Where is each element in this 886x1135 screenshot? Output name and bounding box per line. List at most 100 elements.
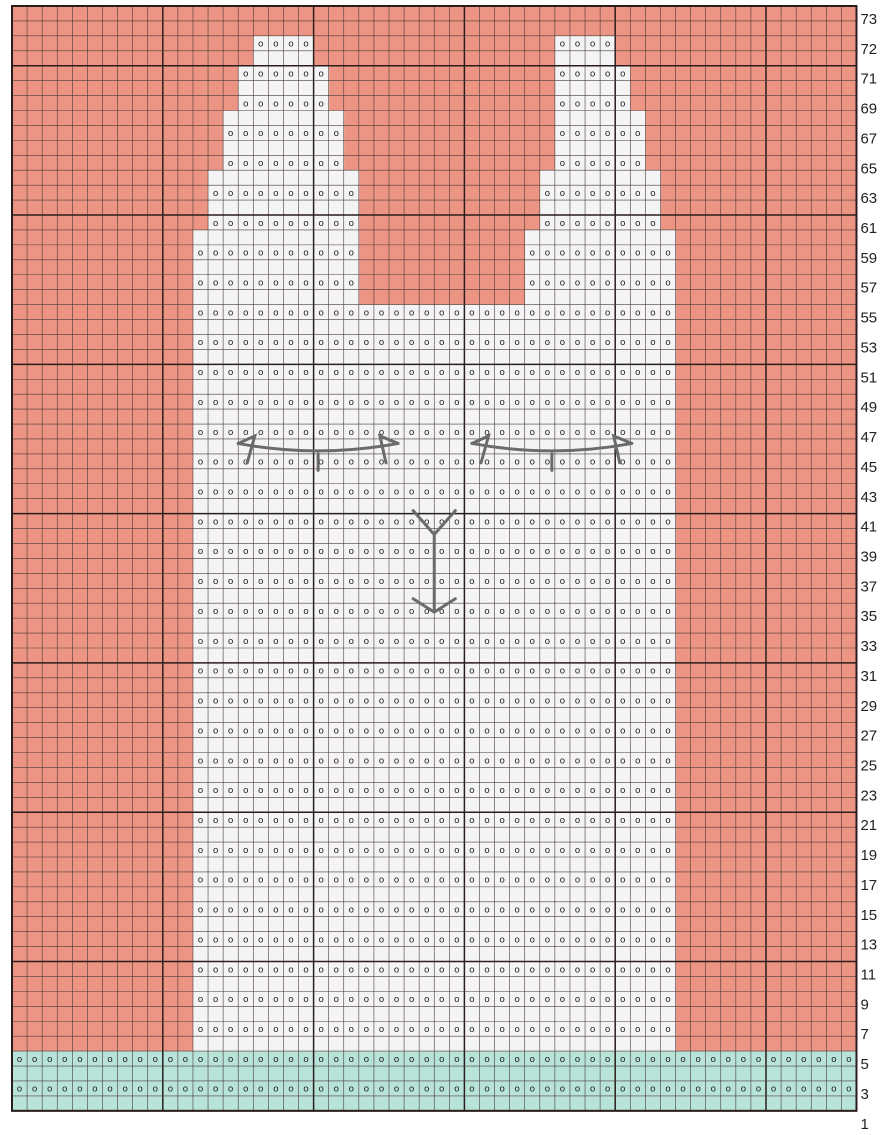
purl-stitch-symbol: o [499,368,505,378]
cat-cell [479,320,494,335]
purl-stitch-symbol: o [303,1025,309,1035]
cat-cell [660,230,675,245]
purl-stitch-symbol: o [454,577,460,587]
cat-cell [600,588,615,603]
cat-cell [299,170,314,185]
purl-stitch-symbol: o [424,1025,430,1035]
purl-stitch-symbol: o [560,69,566,79]
cat-cell [600,140,615,155]
cat-cell [585,887,600,902]
purl-stitch-symbol: o [665,935,671,945]
cat-cell [238,81,253,96]
cat-cell [374,738,389,753]
purl-stitch-symbol: o [394,428,400,438]
cat-cell [525,558,540,573]
purl-stitch-symbol: o [273,219,279,229]
cat-cell [299,917,314,932]
row-number-label: 17 [860,877,877,894]
purl-stitch-symbol: o [560,1055,566,1065]
purl-stitch-symbol: o [258,667,264,677]
cat-cell [299,230,314,245]
purl-stitch-symbol: o [620,398,626,408]
cat-cell [193,379,208,394]
ribbing-cell [359,1066,374,1081]
purl-stitch-symbol: o [650,249,656,259]
purl-stitch-symbol: o [846,1055,852,1065]
cat-cell [630,678,645,693]
cat-cell [268,1036,283,1051]
purl-stitch-symbol: o [514,488,520,498]
purl-stitch-symbol: o [605,577,611,587]
purl-stitch-symbol: o [303,129,309,139]
purl-stitch-symbol: o [665,906,671,916]
cat-cell [479,976,494,991]
purl-stitch-symbol: o [394,308,400,318]
cat-cell [570,648,585,663]
cat-cell [449,320,464,335]
cat-cell [585,290,600,305]
cat-cell [299,469,314,484]
purl-stitch-symbol: o [575,40,581,50]
cat-cell [419,1036,434,1051]
cat-cell [283,678,298,693]
cat-cell [464,1006,479,1021]
purl-stitch-symbol: o [333,129,339,139]
ribbing-cell [12,1096,27,1111]
purl-stitch-symbol: o [560,488,566,498]
ribbing-cell [87,1096,102,1111]
ribbing-cell [133,1066,148,1081]
cat-cell [253,618,268,633]
cat-cell [495,469,510,484]
purl-stitch-symbol: o [545,1025,551,1035]
purl-stitch-symbol: o [243,99,249,109]
row-number-label: 61 [860,220,877,237]
cat-cell [283,499,298,514]
purl-stitch-symbol: o [258,458,264,468]
purl-stitch-symbol: o [273,99,279,109]
cat-cell [495,976,510,991]
cat-cell [238,260,253,275]
cat-cell [449,1006,464,1021]
purl-stitch-symbol: o [635,1025,641,1035]
purl-stitch-symbol: o [379,906,385,916]
ribbing-cell [540,1096,555,1111]
ribbing-cell [691,1066,706,1081]
cat-cell [268,738,283,753]
cat-cell [193,320,208,335]
purl-stitch-symbol: o [394,1055,400,1065]
cat-cell [600,917,615,932]
ribbing-cell [676,1066,691,1081]
purl-stitch-symbol: o [243,338,249,348]
purl-stitch-symbol: o [439,1055,445,1065]
cat-cell [268,887,283,902]
cat-cell [615,260,630,275]
cat-cell [253,290,268,305]
purl-stitch-symbol: o [333,308,339,318]
purl-stitch-symbol: o [454,547,460,557]
purl-stitch-symbol: o [545,1055,551,1065]
purl-stitch-symbol: o [620,249,626,259]
purl-stitch-symbol: o [364,756,370,766]
cat-cell [283,708,298,723]
cat-cell [359,529,374,544]
purl-stitch-symbol: o [545,219,551,229]
cat-cell [449,738,464,753]
purl-stitch-symbol: o [545,816,551,826]
cat-cell [645,857,660,872]
cat-cell [329,827,344,842]
cat-cell [570,51,585,66]
cat-cell [314,529,329,544]
cat-cell [374,708,389,723]
purl-stitch-symbol: o [258,428,264,438]
cat-cell [495,379,510,394]
purl-stitch-symbol: o [394,1025,400,1035]
purl-stitch-symbol: o [258,278,264,288]
cat-cell [329,917,344,932]
purl-stitch-symbol: o [590,428,596,438]
purl-stitch-symbol: o [499,547,505,557]
cat-cell [283,797,298,812]
cat-cell [570,81,585,96]
purl-stitch-symbol: o [650,219,656,229]
purl-stitch-symbol: o [243,159,249,169]
